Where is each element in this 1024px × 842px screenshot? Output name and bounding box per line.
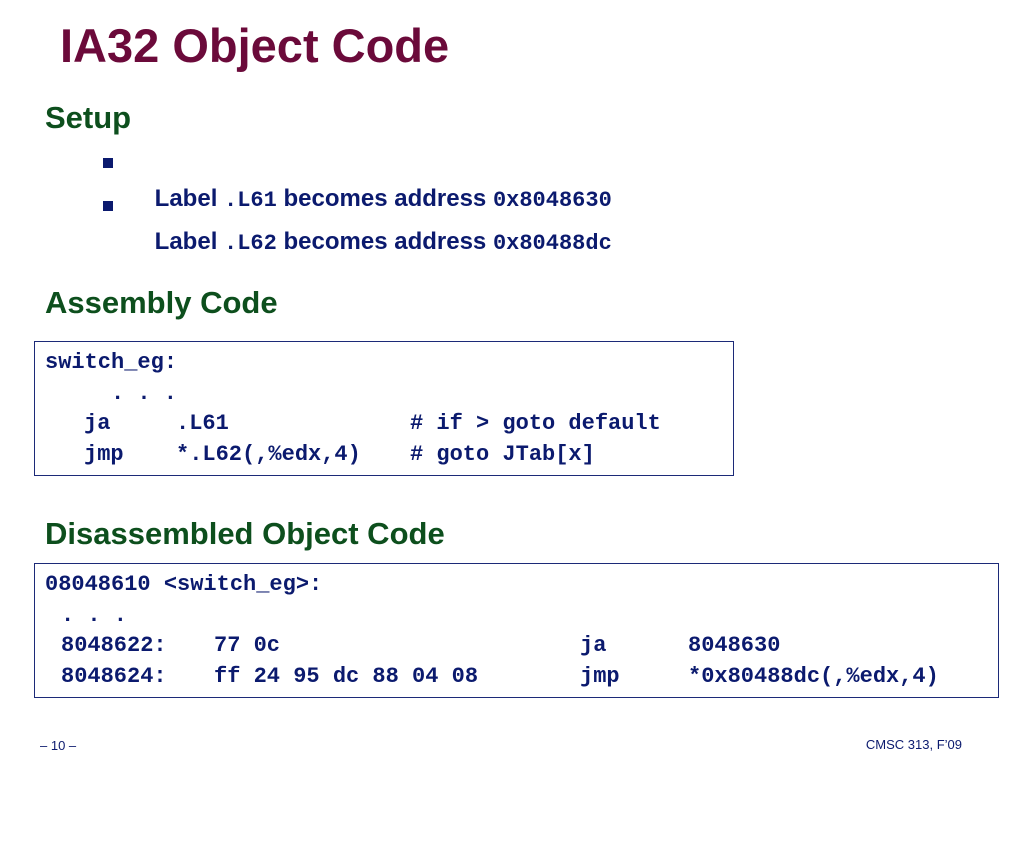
code-arg: *.L62(,%edx,4) <box>176 442 361 467</box>
code-line: . . . <box>61 603 128 628</box>
code-bytes: ff 24 95 dc 88 04 08 <box>214 664 479 689</box>
setup-bullet: Label .L61 becomes address 0x8048630 <box>100 145 612 213</box>
code-line: 8048624: ff 24 95 dc 88 04 08 jmp *0x804… <box>35 662 998 692</box>
code-op: jmp <box>580 664 620 689</box>
code-line: switch_eg: <box>45 350 178 375</box>
bullet-square-icon <box>103 201 113 211</box>
disassembly-code-box: 08048610 <switch_eg>: . . . 8048622: 77 … <box>34 563 999 698</box>
code-line: . . . <box>111 381 178 406</box>
slide-title: IA32 Object Code <box>60 19 450 72</box>
disassembly-heading: Disassembled Object Code <box>45 516 445 551</box>
code-line: jmp *.L62(,%edx,4) # goto JTab[x] <box>35 440 733 470</box>
code-comment: # goto JTab[x] <box>410 442 595 467</box>
code-bytes: 77 0c <box>214 633 281 658</box>
assembly-code-box: switch_eg: . . . ja .L61 # if > goto def… <box>34 341 734 476</box>
code-comment: # if > goto default <box>410 411 661 436</box>
course-label: CMSC 313, F’09 <box>865 737 962 752</box>
page-number: – 10 – <box>40 738 77 753</box>
bullet-address-code: 0x8048630 <box>492 188 612 213</box>
bullet-label-code: .L61 <box>224 188 277 213</box>
code-arg: *0x80488dc(,%edx,4) <box>688 664 939 689</box>
setup-heading: Setup <box>45 100 132 135</box>
bullet-square-icon <box>103 158 113 168</box>
bullet-text: Label <box>154 228 225 255</box>
bullet-text: becomes address <box>276 185 493 212</box>
code-op: ja <box>580 633 607 658</box>
bullet-label-code: .L62 <box>224 231 277 256</box>
bullet-address-code: 0x80488dc <box>492 231 612 256</box>
code-line: ja .L61 # if > goto default <box>35 409 733 439</box>
code-line: 8048622: 77 0c ja 8048630 <box>35 631 998 661</box>
code-arg: 8048630 <box>688 633 781 658</box>
setup-bullet-list: Label .L61 becomes address 0x8048630 Lab… <box>100 145 612 256</box>
code-arg: .L61 <box>176 411 229 436</box>
setup-bullet: Label .L62 becomes address 0x80488dc <box>100 188 612 256</box>
code-op: ja <box>84 411 111 436</box>
code-line: 08048610 <switch_eg>: <box>45 572 323 597</box>
code-op: jmp <box>84 442 124 467</box>
bullet-text: Label <box>154 185 225 212</box>
bullet-text: becomes address <box>276 228 493 255</box>
assembly-heading: Assembly Code <box>45 285 278 320</box>
code-address: 8048622: <box>61 633 167 658</box>
code-address: 8048624: <box>61 664 167 689</box>
